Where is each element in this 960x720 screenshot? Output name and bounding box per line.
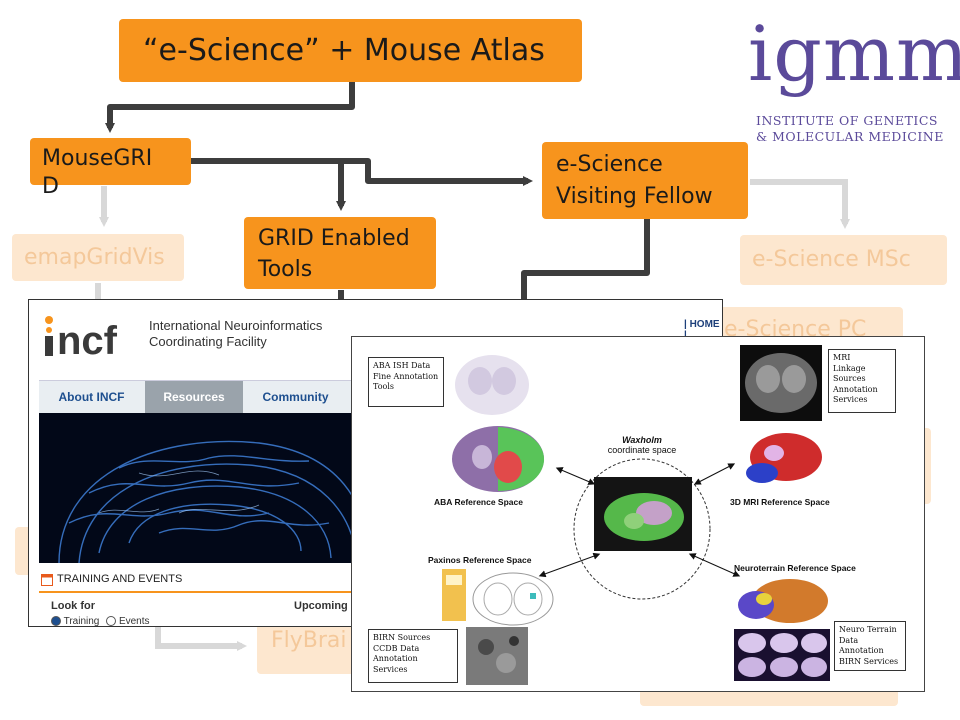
mousegrid-box: MouseGRI D	[30, 138, 191, 199]
brain-banner-image	[39, 413, 369, 563]
mri-section-image	[740, 345, 822, 421]
incf-home-link[interactable]: | HOME |	[684, 319, 720, 341]
upcoming-label: Upcoming	[294, 600, 348, 612]
waxholm-3d-brain-image	[594, 477, 692, 551]
arrow-fellow-down	[521, 219, 650, 300]
mri-3d-brain-image	[746, 433, 822, 483]
neuroterrain-3d-brain-image	[738, 579, 828, 623]
look-for-radios: Training Events	[51, 616, 150, 627]
faded-arrow-msc	[750, 179, 850, 229]
title-box: “e-Science” + Mouse Atlas	[119, 19, 582, 82]
tab-about-incf[interactable]: About INCF	[58, 390, 125, 404]
neuroterrain-note: Neuro Terrain Data Annotation BIRN Servi…	[834, 621, 906, 671]
paxinos-caption: Paxinos Reference Space	[428, 555, 532, 565]
mri-note: MRI Linkage Sources Annotation Services	[828, 349, 896, 413]
tab-community[interactable]: Community	[262, 390, 329, 404]
paxinos-section-image	[472, 572, 554, 626]
brain-illustration	[39, 413, 369, 563]
logo-word: igmm	[748, 9, 960, 98]
arrow-title-to-mousegrid	[105, 82, 355, 133]
tab-resources[interactable]: Resources	[145, 381, 243, 413]
waxholm-arrows	[538, 458, 741, 600]
incf-logo-icon: ncf	[45, 316, 118, 358]
incf-org-name: International Neuroinformatics Coordinat…	[149, 318, 323, 349]
aba-annotated-section-image	[452, 426, 545, 492]
calendar-icon	[41, 574, 53, 586]
faded-arrow-flybrain	[155, 626, 247, 651]
mri-caption: 3D MRI Reference Space	[730, 497, 830, 507]
paxinos-book-image	[442, 569, 466, 621]
training-events-heading: TRAINING AND EVENTS	[57, 573, 183, 585]
emap-grid-vis-box: emapGridVis	[12, 234, 184, 281]
neuroterrain-caption: Neuroterrain Reference Space	[734, 563, 856, 573]
visiting-fellow-box: e-Science Visiting Fellow	[542, 142, 748, 219]
waxholm-center-label: Waxholm coordinate space	[607, 435, 677, 455]
orange-divider	[39, 591, 369, 593]
logo-line-1: INSTITUTE OF GENETICS	[756, 113, 938, 128]
birn-note: BIRN Sources CCDB Data Annotation Servic…	[368, 629, 458, 683]
grid-enabled-tools-box: GRID Enabled Tools	[244, 217, 436, 289]
logo-line-2: & MOLECULAR MEDICINE	[756, 129, 944, 144]
radio-events[interactable]	[106, 616, 117, 626]
radio-training-label: Training	[63, 616, 100, 627]
ccdb-microscopy-image	[466, 627, 528, 685]
radio-training[interactable]	[51, 616, 61, 626]
arrow-mousegrid-to-fellow	[191, 158, 533, 186]
aba-note: ABA ISH Data Fine Annotation Tools	[368, 357, 444, 407]
svg-text:ncf: ncf	[57, 319, 118, 358]
msc-box: e-Science MSc	[740, 235, 947, 285]
aba-ish-section-image	[455, 355, 529, 415]
look-for-label: Look for	[51, 600, 95, 612]
igmm-logo: igmm INSTITUTE OF GENETICS & MOLECULAR M…	[748, 16, 960, 146]
waxholm-diagram: ABA ISH Data Fine Annotation Tools ABA R…	[351, 336, 925, 692]
radio-events-label: Events	[118, 616, 150, 627]
neuroterrain-sections-image	[734, 629, 830, 681]
aba-caption: ABA Reference Space	[434, 497, 523, 507]
